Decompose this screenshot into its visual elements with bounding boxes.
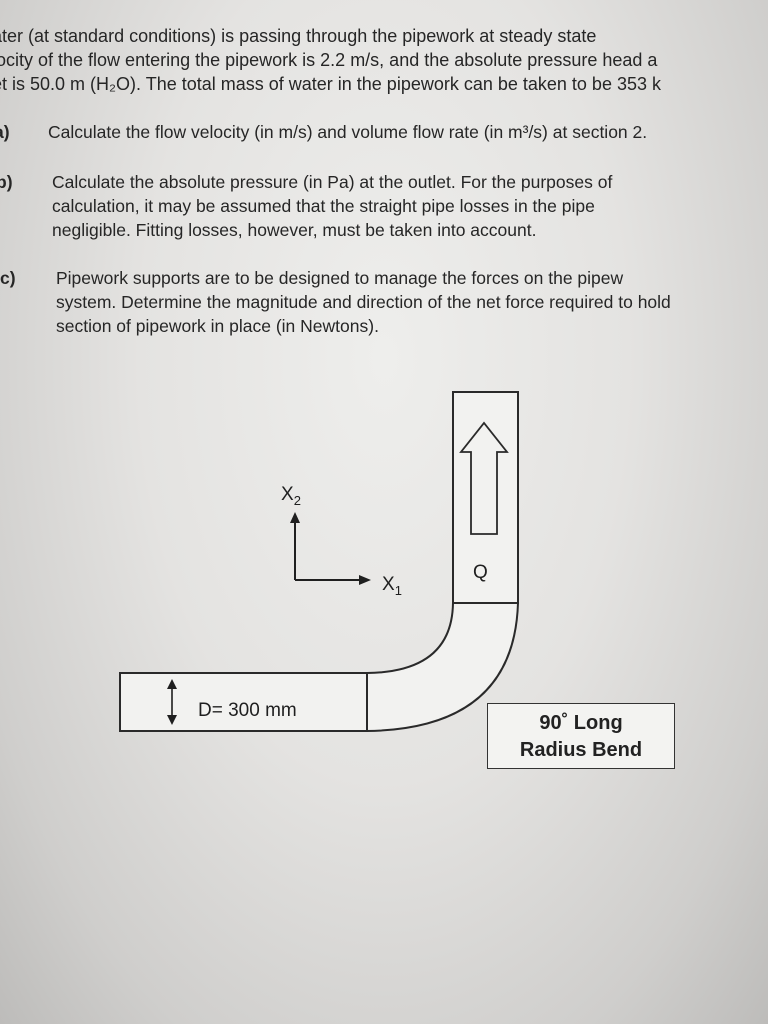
question-c-line-2: system. Determine the magnitude and dire…	[56, 292, 671, 312]
question-c-text: Pipework supports are to be designed to …	[56, 266, 671, 338]
question-b-line-3: negligible. Fitting losses, however, mus…	[52, 220, 537, 240]
outlet-pipe	[452, 391, 519, 604]
question-a-text: Calculate the flow velocity (in m/s) and…	[48, 120, 647, 144]
question-c-line-1: Pipework supports are to be designed to …	[56, 268, 624, 288]
question-a-label: a)	[0, 122, 10, 142]
diameter-label: D= 300 mm	[198, 700, 297, 721]
bend-type-label: 90˚ Long Radius Bend	[487, 703, 675, 769]
question-b-text: Calculate the absolute pressure (in Pa) …	[52, 170, 612, 242]
axis-x1-label: X1	[382, 574, 402, 598]
bend-label-line-2: Radius Bend	[519, 739, 643, 761]
question-a-line-1: Calculate the flow velocity (in m/s) and…	[48, 122, 648, 142]
intro-line-1: ater (at standard conditions) is passing…	[0, 26, 597, 46]
flow-direction-arrow	[459, 421, 509, 535]
coordinate-axes	[290, 512, 371, 585]
axis-x2-label: X2	[281, 484, 301, 508]
intro-line-3: et is 50.0 m (H₂O). The total mass of wa…	[0, 74, 661, 94]
question-b-line-1: Calculate the absolute pressure (in Pa) …	[52, 172, 613, 192]
problem-intro: ater (at standard conditions) is passing…	[0, 24, 768, 96]
diameter-dimension-arrow	[167, 679, 177, 725]
question-c-line-3: section of pipework in place (in Newtons…	[56, 316, 379, 336]
question-b-label: b)	[0, 172, 13, 192]
pipe-bend	[366, 602, 520, 733]
question-b-line-2: calculation, it may be assumed that the …	[52, 196, 595, 216]
flow-rate-label: Q	[473, 562, 488, 583]
question-c-label: c)	[0, 268, 16, 288]
bend-label-line-1: 90˚ Long	[539, 712, 623, 734]
inlet-pipe	[119, 672, 368, 732]
intro-line-2: locity of the flow entering the pipework…	[0, 50, 658, 70]
